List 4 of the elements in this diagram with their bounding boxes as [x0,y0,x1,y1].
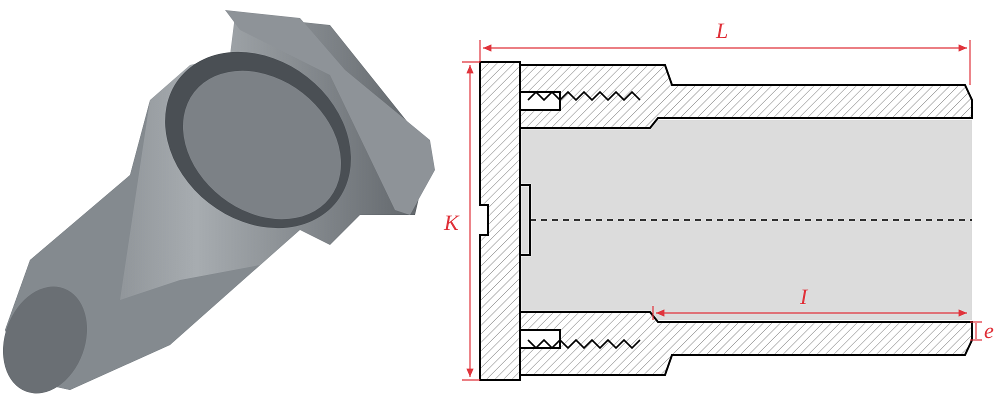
dimension-label: I [800,286,808,308]
dimension-label: K [444,212,459,234]
dimension-label: L [716,20,728,42]
dimension-label: e [984,320,994,342]
